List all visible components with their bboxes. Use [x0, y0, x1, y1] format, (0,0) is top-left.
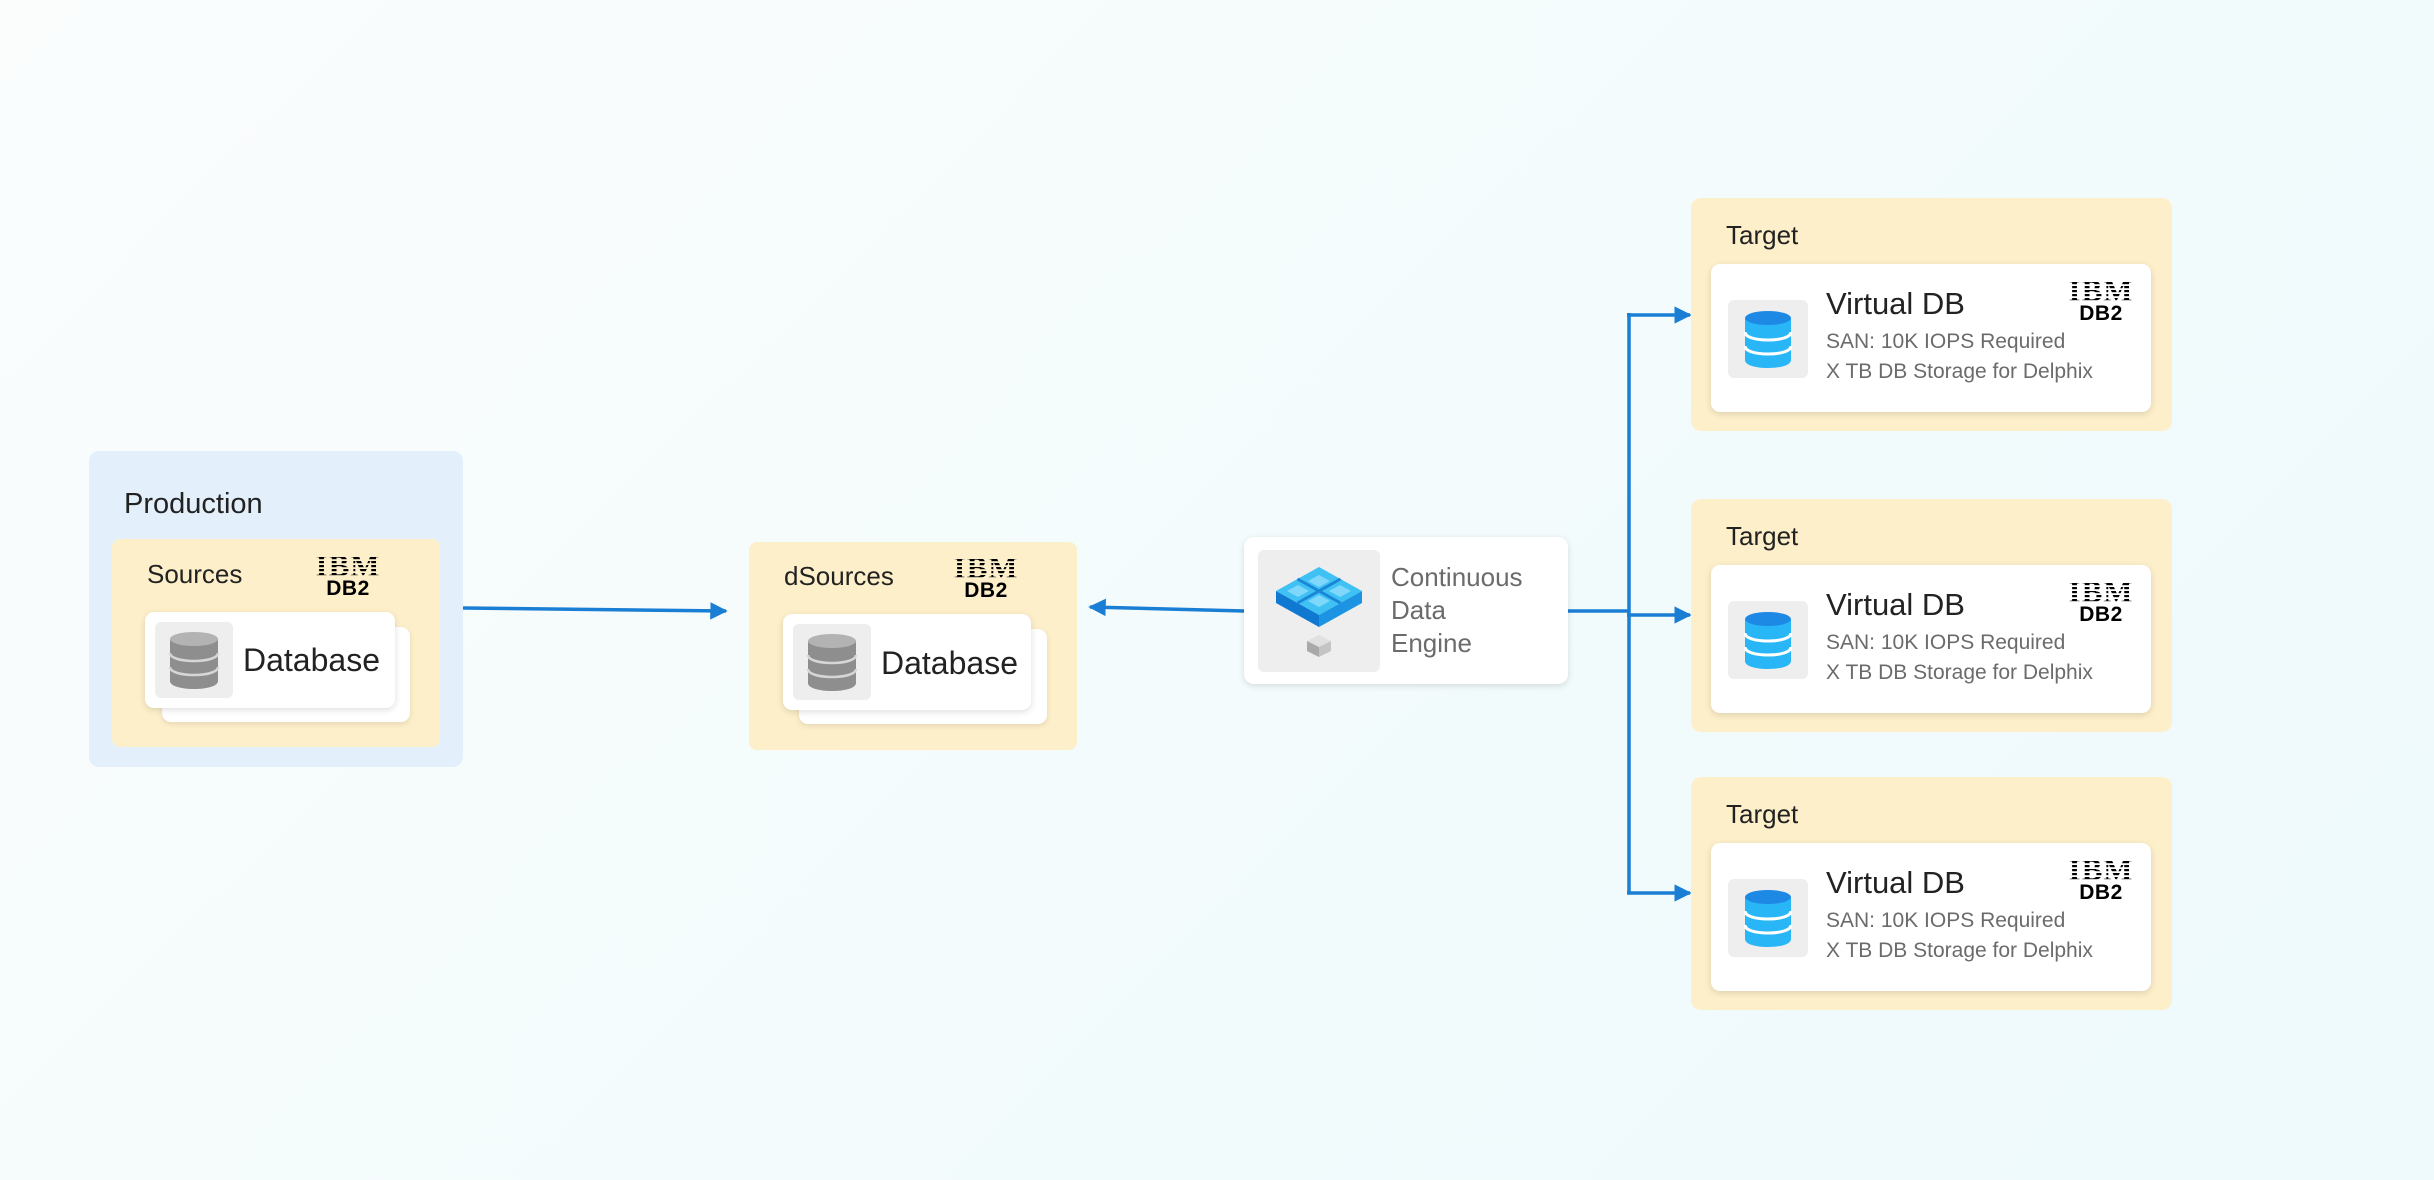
source-database-label: Database [243, 642, 380, 678]
ibm-db2-logo: IBM DB2 [2065, 274, 2137, 324]
virtual-db-card: Virtual DB SAN: 10K IOPS Required X TB D… [1711, 843, 2151, 991]
database-icon-box [793, 624, 871, 700]
database-cylinder-icon [806, 634, 858, 691]
vdb-title: Virtual DB [1826, 286, 1965, 321]
virtual-db-card: Virtual DB SAN: 10K IOPS Required X TB D… [1711, 264, 2151, 412]
ibm-db2-logo: IBM DB2 [2065, 575, 2137, 625]
ibm-db2-logo: IBM DB2 [950, 551, 1022, 601]
ibm-db2-logo: IBM DB2 [2065, 853, 2137, 903]
svg-text:IBM: IBM [2069, 575, 2134, 605]
vdb-icon-box [1728, 879, 1808, 957]
engine-label-line: Engine [1391, 628, 1472, 658]
dsource-database-label: Database [881, 645, 1018, 681]
db2-logo-text: DB2 [2079, 881, 2123, 904]
database-cylinder-icon [168, 632, 220, 689]
engine-icon-box [1258, 550, 1380, 672]
data-engine-icon [1276, 567, 1362, 657]
vdb-icon-box [1728, 601, 1808, 679]
engine-label-line: Continuous [1391, 562, 1523, 592]
target-label: Target [1726, 799, 1799, 829]
virtual-database-icon [1743, 612, 1793, 669]
source-database-card: Database [145, 612, 395, 708]
svg-text:IBM: IBM [2069, 274, 2134, 304]
vdb-storage-requirement: X TB DB Storage for Delphix [1826, 661, 2093, 684]
virtual-database-icon [1743, 311, 1793, 368]
ibm-db2-logo: IBM DB2 [312, 549, 384, 599]
target-label: Target [1726, 521, 1799, 551]
vdb-title: Virtual DB [1826, 865, 1965, 900]
database-icon-box [155, 622, 233, 698]
dsource-database-card: Database [783, 614, 1031, 710]
virtual-database-icon [1743, 890, 1793, 947]
arrow-engine-to-dsources [1088, 598, 1245, 617]
ibm-logo-mark: IBM [2069, 575, 2134, 605]
db2-logo-text: DB2 [326, 577, 370, 600]
db2-logo-text: DB2 [964, 579, 1008, 602]
svg-text:IBM: IBM [954, 551, 1019, 581]
vdb-icon-box [1728, 300, 1808, 378]
dsources-label: dSources [784, 561, 894, 591]
engine-label-line: Data [1391, 595, 1446, 625]
vdb-title: Virtual DB [1826, 587, 1965, 622]
vdb-iops-requirement: SAN: 10K IOPS Required [1826, 631, 2066, 654]
vdb-storage-requirement: X TB DB Storage for Delphix [1826, 939, 2093, 962]
sources-label: Sources [147, 559, 243, 589]
ibm-logo-mark: IBM [316, 549, 381, 579]
arrow-sources-to-dsources [462, 602, 728, 620]
svg-text:IBM: IBM [316, 549, 381, 579]
engine-label: Continuous Data Engine [1391, 561, 1523, 660]
vdb-iops-requirement: SAN: 10K IOPS Required [1826, 909, 2066, 932]
continuous-data-engine-card: Continuous Data Engine [1244, 537, 1568, 684]
vdb-iops-requirement: SAN: 10K IOPS Required [1826, 330, 2066, 353]
db2-logo-text: DB2 [2079, 603, 2123, 626]
svg-text:IBM: IBM [2069, 853, 2134, 883]
ibm-logo-mark: IBM [2069, 274, 2134, 304]
ibm-logo-mark: IBM [2069, 853, 2134, 883]
ibm-logo-mark: IBM [954, 551, 1019, 581]
virtual-db-card: Virtual DB SAN: 10K IOPS Required X TB D… [1711, 565, 2151, 713]
production-title: Production [124, 488, 263, 520]
vdb-storage-requirement: X TB DB Storage for Delphix [1826, 360, 2093, 383]
db2-logo-text: DB2 [2079, 302, 2123, 325]
target-label: Target [1726, 220, 1799, 250]
